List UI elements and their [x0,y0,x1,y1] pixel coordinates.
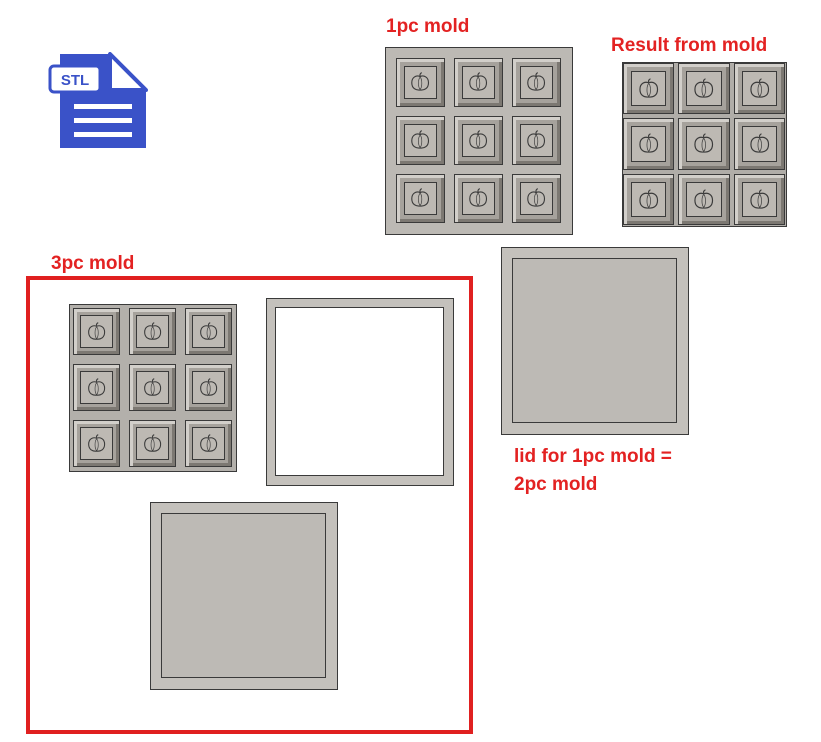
pumpkin-icon [136,371,169,404]
mold-grid [623,63,785,225]
three-pc-mold-label: 3pc mold [51,253,135,274]
mold-cell [129,364,176,411]
three-pc-mold-base [69,304,237,472]
pumpkin-icon [403,123,438,158]
mold-cell [129,420,176,467]
mold-grid [73,308,232,467]
pumpkin-icon [630,70,667,107]
mold-cell [623,63,675,115]
three-pc-mold-frame [266,298,454,486]
mold-cell [733,63,785,115]
pumpkin-icon [686,181,722,218]
lid-1pc-mold [501,247,689,435]
mold-cell [678,173,730,225]
mold-cell [396,116,445,165]
mold-cell [678,63,730,115]
mold-cell [512,174,561,223]
mold-cell [185,364,232,411]
mold-cell [129,308,176,355]
mold-cell [73,364,120,411]
pumpkin-icon [80,315,113,348]
pumpkin-icon [686,126,722,162]
pumpkin-icon [461,181,496,216]
three-pc-mold-box [26,276,473,734]
mold-cell [73,420,120,467]
pumpkin-icon [80,371,113,404]
frame-opening [275,307,444,476]
pumpkin-icon [741,70,778,107]
mold-cell [73,308,120,355]
pumpkin-icon [192,315,225,348]
mold-cell [454,58,503,107]
pumpkin-icon [192,427,225,460]
pumpkin-icon [741,181,778,218]
lid-label-line1: lid for 1pc mold = [514,446,672,467]
pumpkin-icon [630,126,667,162]
result-from-mold [622,62,787,227]
pumpkin-icon [686,70,722,107]
lid-label-line2: 2pc mold [514,474,598,495]
mold-cell [678,118,730,170]
pumpkin-icon [136,315,169,348]
pumpkin-icon [519,65,554,100]
mold-cell [185,308,232,355]
pumpkin-icon [136,427,169,460]
pumpkin-icon [741,126,778,162]
mold-grid [396,58,561,223]
pumpkin-icon [403,181,438,216]
lid-inner-panel [512,258,677,423]
pumpkin-icon [461,65,496,100]
mold-cell [396,174,445,223]
pumpkin-icon [192,371,225,404]
mold-cell [185,420,232,467]
lid-inner-panel [161,513,326,678]
pumpkin-icon [630,181,667,218]
pumpkin-icon [519,123,554,158]
result-from-mold-label: Result from mold [611,35,768,56]
three-pc-mold-lid [150,502,338,690]
mold-cell [733,173,785,225]
mold-cell [512,116,561,165]
one-pc-mold [385,47,573,235]
one-pc-mold-label: 1pc mold [386,16,470,37]
mold-cell [454,116,503,165]
mold-cell [454,174,503,223]
mold-cell [396,58,445,107]
stl-file-icon: STL [48,52,148,150]
pumpkin-icon [403,65,438,100]
mold-cell [733,118,785,170]
pumpkin-icon [461,123,496,158]
mold-cell [512,58,561,107]
mold-cell [623,173,675,225]
pumpkin-icon [80,427,113,460]
pumpkin-icon [519,181,554,216]
mold-cell [623,118,675,170]
stl-icon-text: STL [61,72,89,89]
